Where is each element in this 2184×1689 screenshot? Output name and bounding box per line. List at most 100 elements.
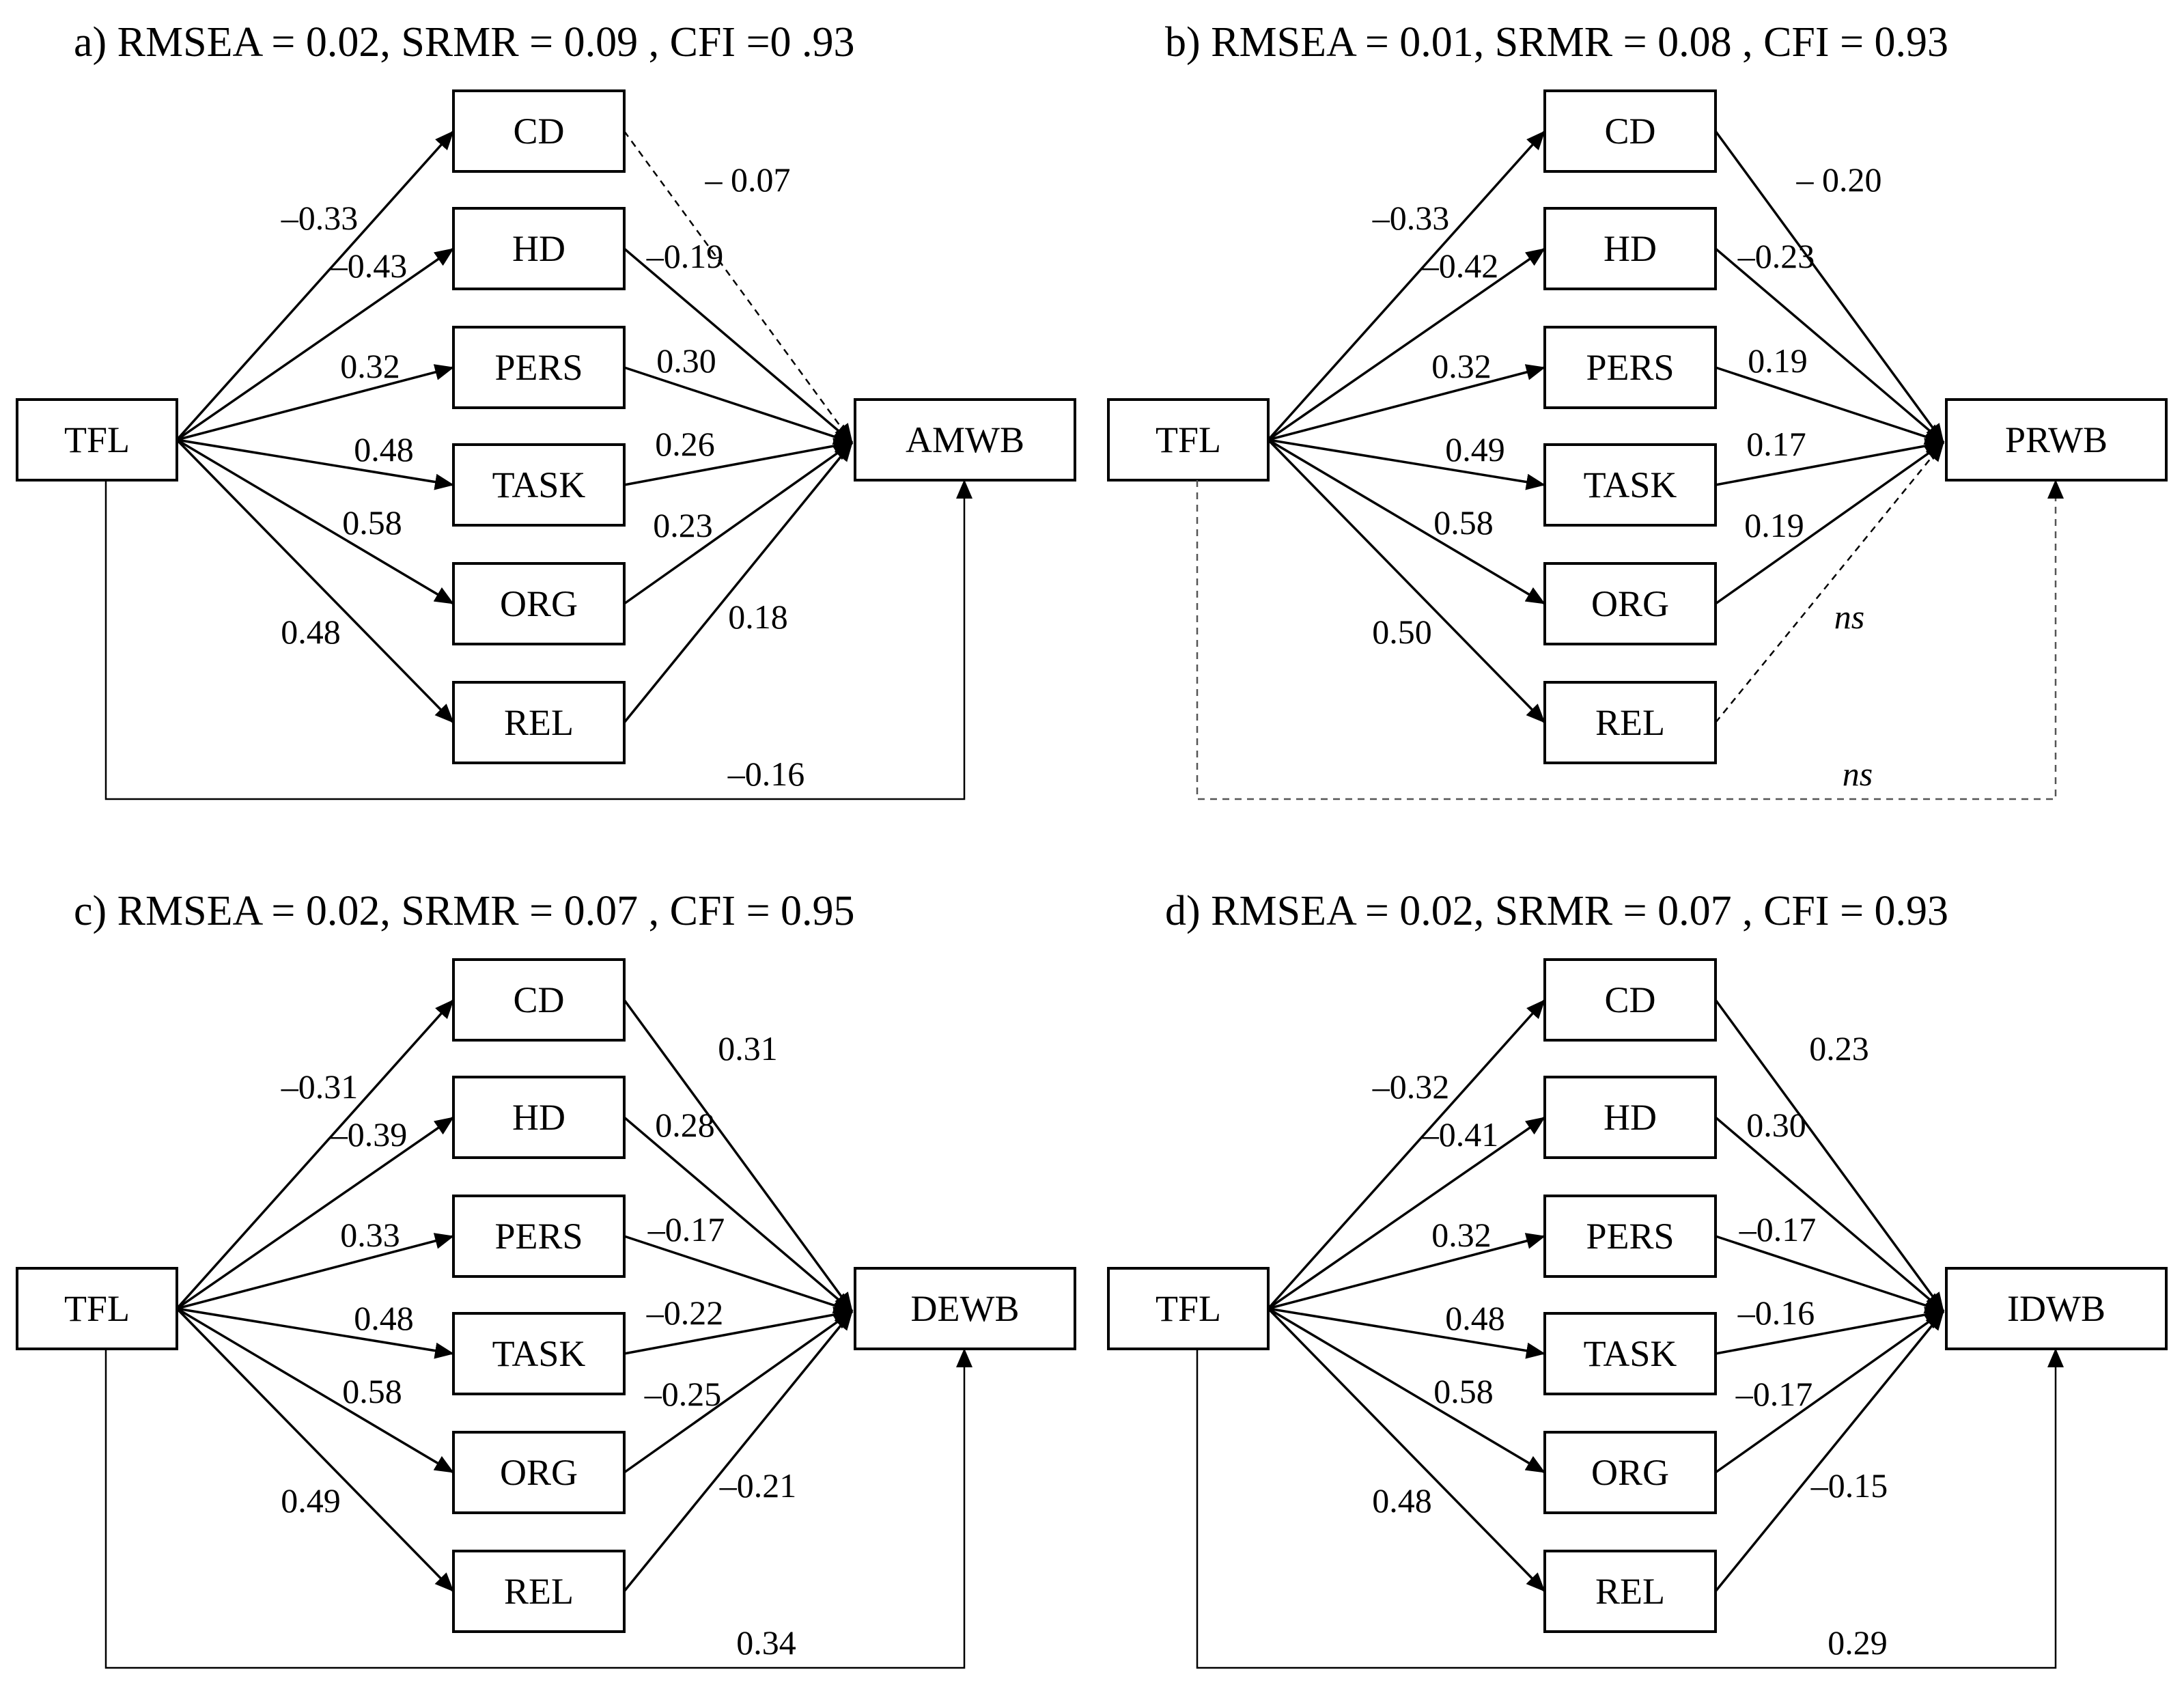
- mediator-label-org: ORG: [500, 583, 578, 624]
- mediator-label-task: TASK: [1584, 1333, 1677, 1374]
- coef-b-org: 0.23: [653, 506, 713, 544]
- panel-title: b) RMSEA = 0.01, SRMR = 0.08 , CFI = 0.9…: [1165, 19, 1948, 66]
- path-task-to-outcome: [1715, 438, 1944, 486]
- path-cd-to-outcome: [623, 130, 854, 443]
- mediator-label-pers: PERS: [494, 1216, 583, 1257]
- coef-a-org: 0.58: [1433, 503, 1494, 542]
- mediator-label-hd: HD: [512, 228, 565, 269]
- path-tfl-to-pers: [1268, 364, 1545, 441]
- coef-a-rel: 0.48: [281, 613, 341, 651]
- coef-a-cd: –0.32: [1372, 1067, 1450, 1106]
- outcome-box: [1945, 1267, 2168, 1350]
- coef-b-cd: – 0.20: [1796, 160, 1882, 199]
- outcome-box: [854, 398, 1076, 481]
- mediator-label-rel: REL: [504, 702, 574, 743]
- path-direct-tfl-to-outcome: [104, 1348, 972, 1669]
- coef-b-task: 0.26: [655, 425, 715, 463]
- mediator-box-org: [1543, 562, 1717, 645]
- coef-a-hd: –0.41: [1421, 1115, 1499, 1154]
- coef-b-task: –0.22: [646, 1294, 724, 1332]
- path-org-to-outcome: [1714, 1310, 1945, 1474]
- mediator-label-cd: CD: [513, 979, 564, 1020]
- mediator-box-task: [452, 443, 626, 527]
- outcome-label: DEWB: [911, 1288, 1020, 1329]
- mediator-label-org: ORG: [500, 1452, 578, 1493]
- mediator-box-org: [1543, 1431, 1717, 1514]
- mediator-box-hd: [452, 207, 626, 290]
- coef-b-rel: –0.21: [719, 1466, 797, 1505]
- path-cd-to-outcome: [623, 999, 854, 1313]
- path-cd-to-outcome: [1714, 130, 1945, 444]
- coef-b-hd: –0.19: [646, 237, 724, 275]
- predictor-label: TFL: [64, 419, 130, 460]
- mediator-label-task: TASK: [492, 1333, 586, 1374]
- path-direct-tfl-to-outcome: [104, 479, 972, 800]
- coef-a-task: 0.48: [354, 430, 414, 469]
- coef-a-pers: 0.32: [340, 347, 400, 385]
- mediator-label-org: ORG: [1591, 1452, 1669, 1493]
- coef-a-task: 0.48: [1445, 1299, 1505, 1337]
- path-tfl-to-cd: [176, 999, 455, 1310]
- coef-b-pers: 0.19: [1748, 341, 1808, 380]
- panel-c: c) RMSEA = 0.02, SRMR = 0.07 , CFI = 0.9…: [16, 888, 1076, 1669]
- coef-direct: 0.29: [1828, 1623, 1888, 1662]
- path-tfl-to-rel: [1267, 438, 1546, 724]
- panel-a: a) RMSEA = 0.02, SRMR = 0.09 , CFI =0 .9…: [16, 19, 1076, 800]
- path-tfl-to-rel: [176, 438, 455, 724]
- path-tfl-to-rel: [1267, 1307, 1546, 1593]
- path-hd-to-outcome: [623, 1116, 854, 1313]
- coef-a-rel: 0.50: [1372, 613, 1432, 651]
- path-tfl-to-task: [1268, 438, 1545, 490]
- mediator-label-rel: REL: [1595, 1571, 1665, 1612]
- path-task-to-outcome: [1715, 1307, 1944, 1355]
- mediator-label-pers: PERS: [1586, 1216, 1674, 1257]
- mediator-box-pers: [452, 326, 626, 409]
- mediator-box-org: [452, 562, 626, 645]
- mediator-label-rel: REL: [1595, 702, 1665, 743]
- coef-b-task: –0.16: [1737, 1294, 1815, 1332]
- coef-b-cd: – 0.07: [705, 160, 791, 199]
- mediator-box-task: [1543, 443, 1717, 527]
- panel-title: c) RMSEA = 0.02, SRMR = 0.07 , CFI = 0.9…: [74, 888, 855, 934]
- path-pers-to-outcome: [624, 366, 853, 445]
- mediator-label-pers: PERS: [1586, 347, 1674, 388]
- panel-b: b) RMSEA = 0.01, SRMR = 0.08 , CFI = 0.9…: [1107, 19, 2168, 800]
- coef-b-task: 0.17: [1746, 425, 1806, 463]
- outcome-label: IDWB: [2007, 1288, 2105, 1329]
- coef-a-pers: 0.32: [1431, 347, 1492, 385]
- path-tfl-to-rel: [176, 1307, 455, 1593]
- path-pers-to-outcome: [1715, 1235, 1944, 1313]
- coef-a-org: 0.58: [1433, 1372, 1494, 1410]
- path-cd-to-outcome: [1714, 999, 1945, 1313]
- mediator-label-hd: HD: [1604, 1097, 1657, 1138]
- coef-a-hd: –0.42: [1421, 247, 1499, 285]
- path-task-to-outcome: [624, 1307, 853, 1355]
- path-tfl-to-hd: [1268, 1116, 1545, 1310]
- path-pers-to-outcome: [624, 1235, 853, 1313]
- coef-b-cd: 0.23: [1809, 1029, 1869, 1067]
- coef-a-task: 0.48: [354, 1299, 414, 1337]
- coef-a-rel: 0.49: [281, 1481, 341, 1520]
- coef-a-org: 0.58: [342, 503, 402, 542]
- panel-title: a) RMSEA = 0.02, SRMR = 0.09 , CFI =0 .9…: [74, 19, 855, 66]
- path-tfl-to-pers: [176, 364, 454, 441]
- path-tfl-to-cd: [1267, 999, 1546, 1310]
- outcome-label: PRWB: [2005, 419, 2108, 460]
- path-hd-to-outcome: [623, 247, 854, 444]
- mediator-box-rel: [1543, 1550, 1717, 1633]
- coef-a-hd: –0.43: [330, 247, 408, 285]
- mediator-box-cd: [1543, 958, 1717, 1042]
- path-tfl-to-pers: [176, 1233, 454, 1310]
- coef-b-pers: 0.30: [656, 341, 716, 380]
- path-tfl-to-hd: [1268, 247, 1545, 441]
- path-tfl-to-cd: [176, 130, 455, 441]
- path-tfl-to-task: [1268, 1307, 1545, 1359]
- panel-title: d) RMSEA = 0.02, SRMR = 0.07 , CFI = 0.9…: [1165, 888, 1948, 934]
- path-tfl-to-org: [176, 438, 454, 605]
- coef-a-hd: –0.39: [330, 1115, 408, 1154]
- predictor-box: [16, 398, 178, 481]
- mediator-box-cd: [452, 958, 626, 1042]
- mediator-box-rel: [452, 681, 626, 764]
- path-org-to-outcome: [1714, 441, 1945, 605]
